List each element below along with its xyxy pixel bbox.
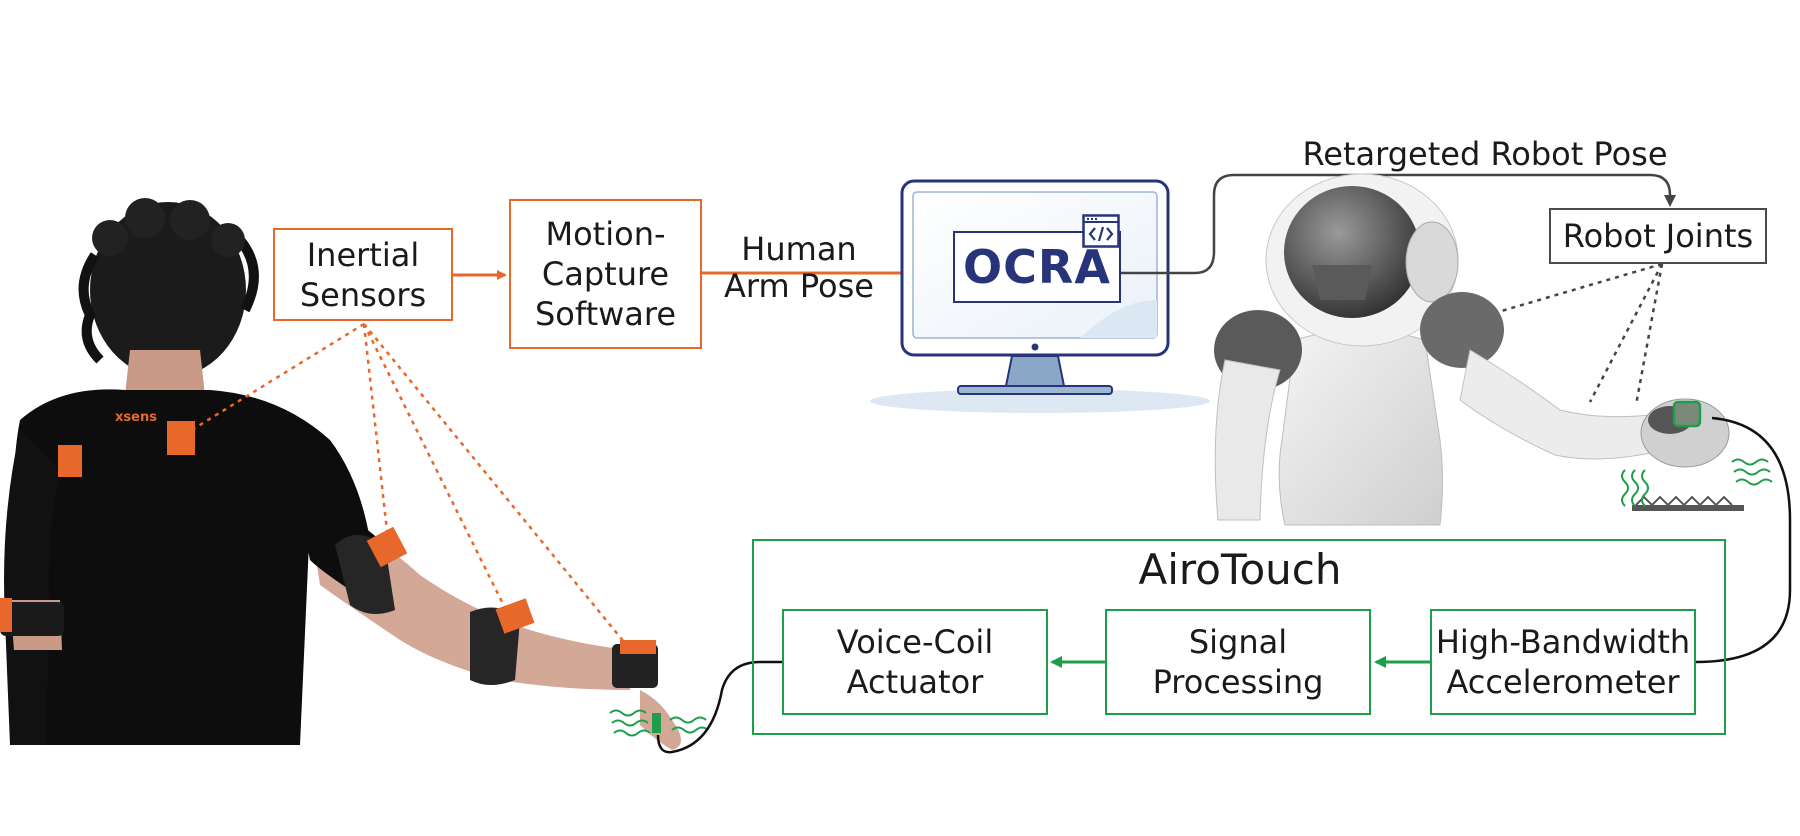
person-illustration: xsens [0,198,681,750]
retargeted-robot-pose-label: Retargeted Robot Pose [1302,135,1668,173]
cable-robot-to-accelerometer [1695,416,1792,664]
airotouch-title: AiroTouch [1138,545,1342,594]
inertial-sensors-label: Inertial Sensors [299,235,427,314]
robot-illustration [1214,173,1773,526]
accelerometer-box: High-Bandwidth Accelerometer [1430,609,1696,715]
code-window-icon [1082,214,1120,248]
airotouch-frame [752,539,1726,735]
robot-joints-label: Robot Joints [1562,217,1754,255]
xsens-logo: xsens [115,410,157,425]
voice-coil-actuator-label: Voice-Coil Actuator [836,623,994,701]
human-arm-pose-label: Human Arm Pose [724,230,874,305]
robot-joints-box: Robot Joints [1549,208,1767,264]
signal-processing-box: Signal Processing [1105,609,1371,715]
voice-coil-actuator-box: Voice-Coil Actuator [782,609,1048,715]
sensor-link-lines [181,322,625,643]
motion-capture-box: Motion- Capture Software [509,199,702,349]
cable-actuator-to-hand [656,660,782,754]
ocra-label: OCRA [963,240,1111,294]
ocra-box: OCRA [953,231,1121,303]
accelerometer-label: High-Bandwidth Accelerometer [1435,623,1691,701]
inertial-sensors-box: Inertial Sensors [273,228,453,321]
signal-processing-label: Signal Processing [1152,623,1324,701]
robot-joint-lines [1497,262,1664,406]
motion-capture-label: Motion- Capture Software [534,215,677,333]
hand-vibration-icon [609,709,709,737]
arrow-ocra-to-robot-joints [1121,173,1676,275]
